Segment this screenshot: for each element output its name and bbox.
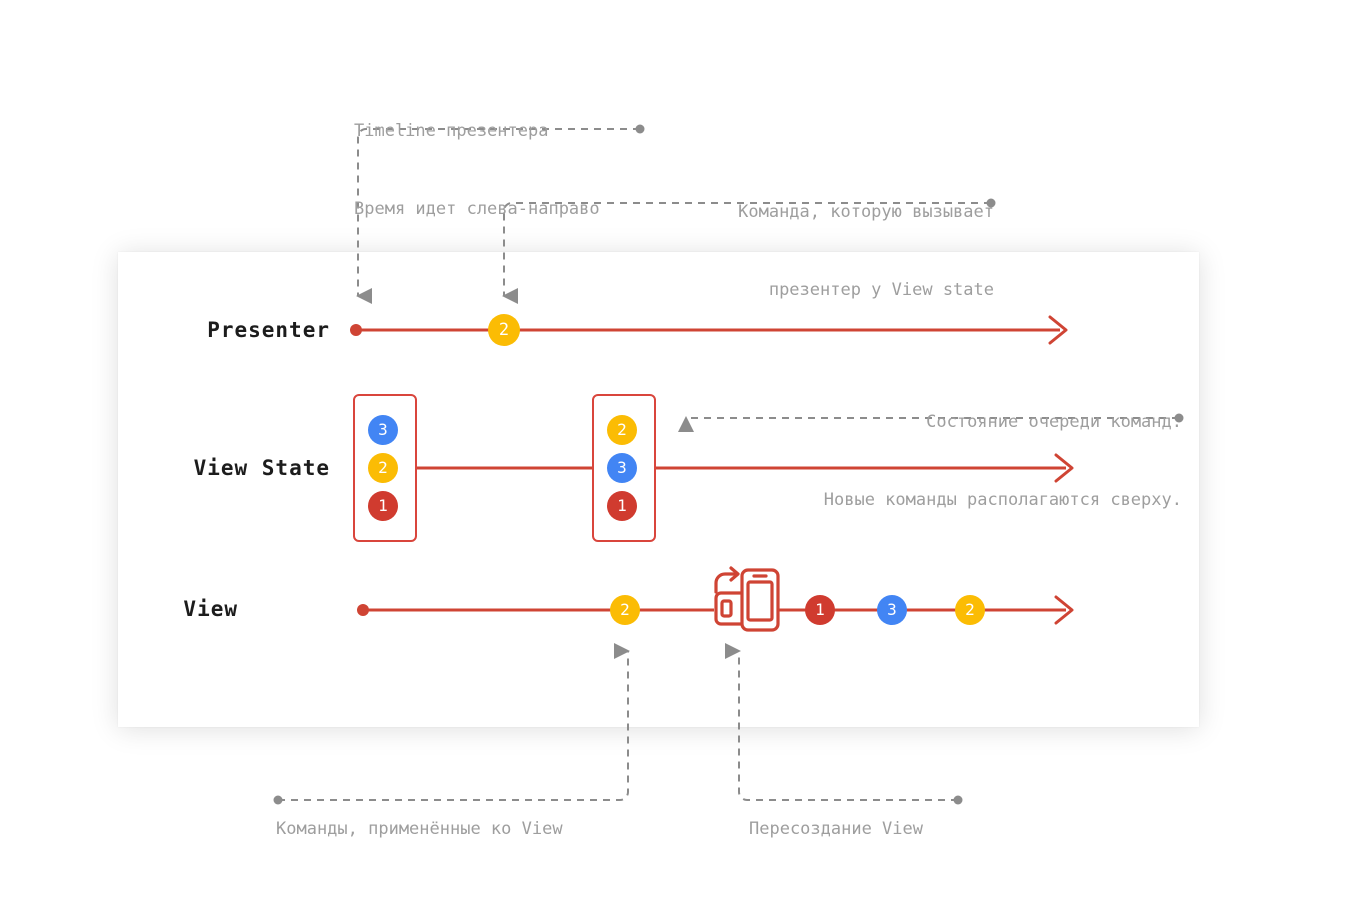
connector-endpoint-dot <box>953 795 963 805</box>
connector-endpoint-dot <box>1174 413 1184 423</box>
presenter-command-badge[interactable]: 2 <box>488 314 520 346</box>
connector-queue-note <box>678 413 1184 432</box>
view-marker-3[interactable]: 3 <box>877 595 907 625</box>
annotation-line: Команды, применённые ко View <box>276 819 563 839</box>
view-marker-4[interactable]: 2 <box>955 595 985 625</box>
view-start-dot <box>357 604 369 616</box>
annotation-line: Timeline презентера <box>354 121 549 141</box>
connector-view-recreation-note <box>725 643 963 805</box>
view-state-arrowhead <box>1054 453 1074 483</box>
connector-endpoint-dot <box>986 198 996 208</box>
stack-1-item-0[interactable]: 3 <box>368 415 398 445</box>
annotation-applied-commands-note: Команды, применённые ко View <box>276 764 563 894</box>
annotation-queue-note: Состояние очереди команд. Новые команды … <box>682 357 1182 565</box>
annotation-timeline-note: Timeline презентера Время идет слева-нап… <box>354 66 600 274</box>
annotation-line: Команда, которую вызывает <box>738 202 994 222</box>
presenter-arrowhead <box>1048 315 1068 345</box>
annotation-line: Новые команды располагаются сверху. <box>823 490 1182 510</box>
view-marker-2[interactable]: 1 <box>805 595 835 625</box>
stack-2-item-1[interactable]: 3 <box>607 453 637 483</box>
stack-1-item-2[interactable]: 1 <box>368 491 398 521</box>
connector-command-note <box>502 198 996 304</box>
row-label-view: View <box>183 597 238 621</box>
view-arrowhead <box>1054 595 1074 625</box>
row-label-presenter: Presenter <box>207 318 330 342</box>
connector-applied-commands-note <box>273 643 630 805</box>
view-marker-0[interactable]: 2 <box>610 595 640 625</box>
presenter-start-dot <box>350 324 362 336</box>
device-rotation-icon <box>714 566 780 632</box>
presenter-timeline-line <box>350 315 1068 345</box>
view-state-timeline-line <box>413 453 1074 483</box>
annotation-command-note: Команда, которую вызывает презентер у Vi… <box>594 147 994 355</box>
stack-2-item-2[interactable]: 1 <box>607 491 637 521</box>
row-label-view-state: View State <box>193 456 330 480</box>
annotation-line: Время идет слева-направо <box>354 199 600 219</box>
connector-timeline-note <box>356 124 645 304</box>
connector-endpoint-dot <box>273 795 283 805</box>
annotation-line: Пересоздание View <box>749 819 923 839</box>
annotation-line: презентер у View state <box>768 280 994 300</box>
annotation-view-recreation-note: Пересоздание View <box>749 764 923 894</box>
connector-endpoint-dot <box>635 124 645 134</box>
stack-2-item-0[interactable]: 2 <box>607 415 637 445</box>
annotation-line: Состояние очереди команд. <box>926 412 1182 432</box>
stack-1-item-1[interactable]: 2 <box>368 453 398 483</box>
